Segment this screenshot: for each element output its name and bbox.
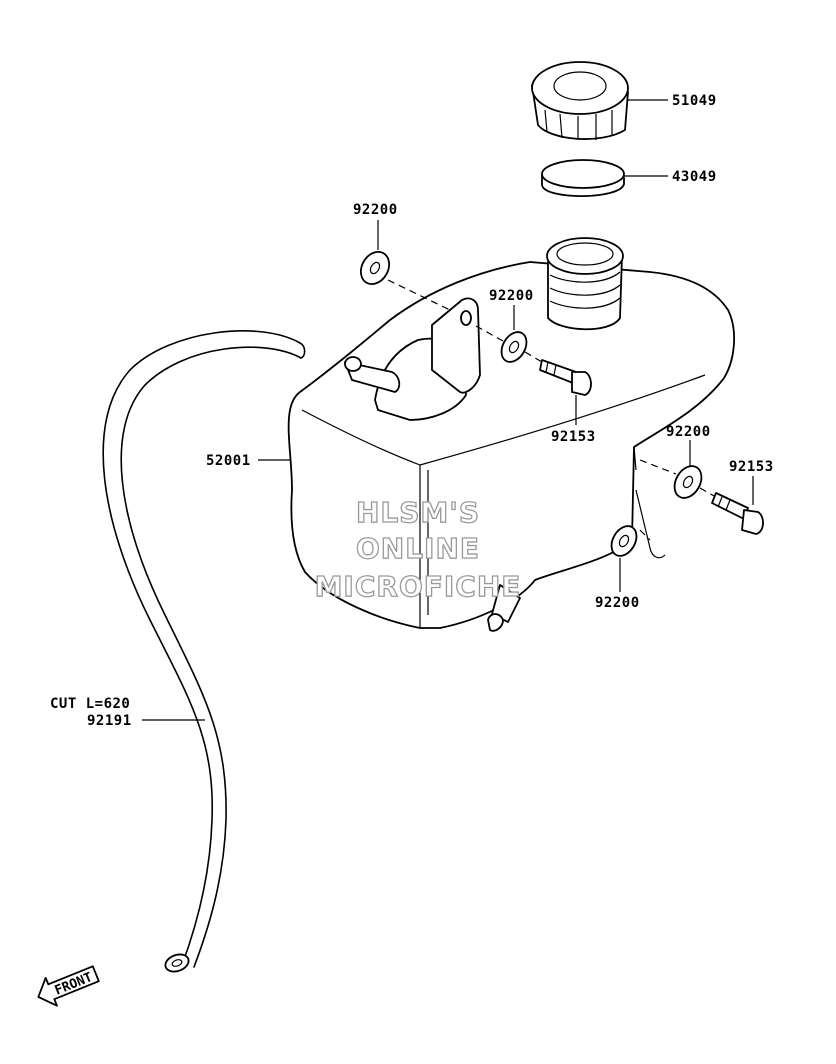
watermark-line-3: MICROFICHE	[315, 570, 522, 603]
label-92153-right: 92153	[729, 459, 774, 475]
washer-top-left	[359, 251, 391, 285]
label-92200-bottom-right: 92200	[595, 595, 640, 611]
label-cut-length: CUT L=620	[50, 696, 130, 712]
cap-51049	[531, 61, 629, 140]
bolt-top-92153	[539, 359, 592, 396]
washer-bottom-right	[610, 525, 638, 557]
front-arrow-icon: FRONT	[37, 965, 100, 1007]
watermark-line-2: ONLINE	[356, 532, 480, 565]
gasket-43049	[541, 159, 625, 197]
label-92153-top: 92153	[551, 429, 596, 445]
label-92191: 92191	[87, 713, 132, 729]
bolt-right-92153	[711, 492, 764, 535]
label-92200-top-mid: 92200	[489, 288, 534, 304]
watermark-line-1: HLSM'S	[356, 496, 480, 529]
label-92200-top-left: 92200	[353, 202, 398, 218]
washer-right	[673, 465, 703, 499]
hose-92191	[102, 330, 306, 973]
label-51049: 51049	[672, 93, 717, 109]
watermark: HLSM'S ONLINE MICROFICHE	[314, 495, 522, 603]
label-43049: 43049	[672, 169, 717, 185]
label-92200-right: 92200	[666, 424, 711, 440]
fuel-tank-52001	[287, 237, 735, 632]
label-52001: 52001	[206, 453, 251, 469]
washer-top-mid	[500, 331, 528, 363]
